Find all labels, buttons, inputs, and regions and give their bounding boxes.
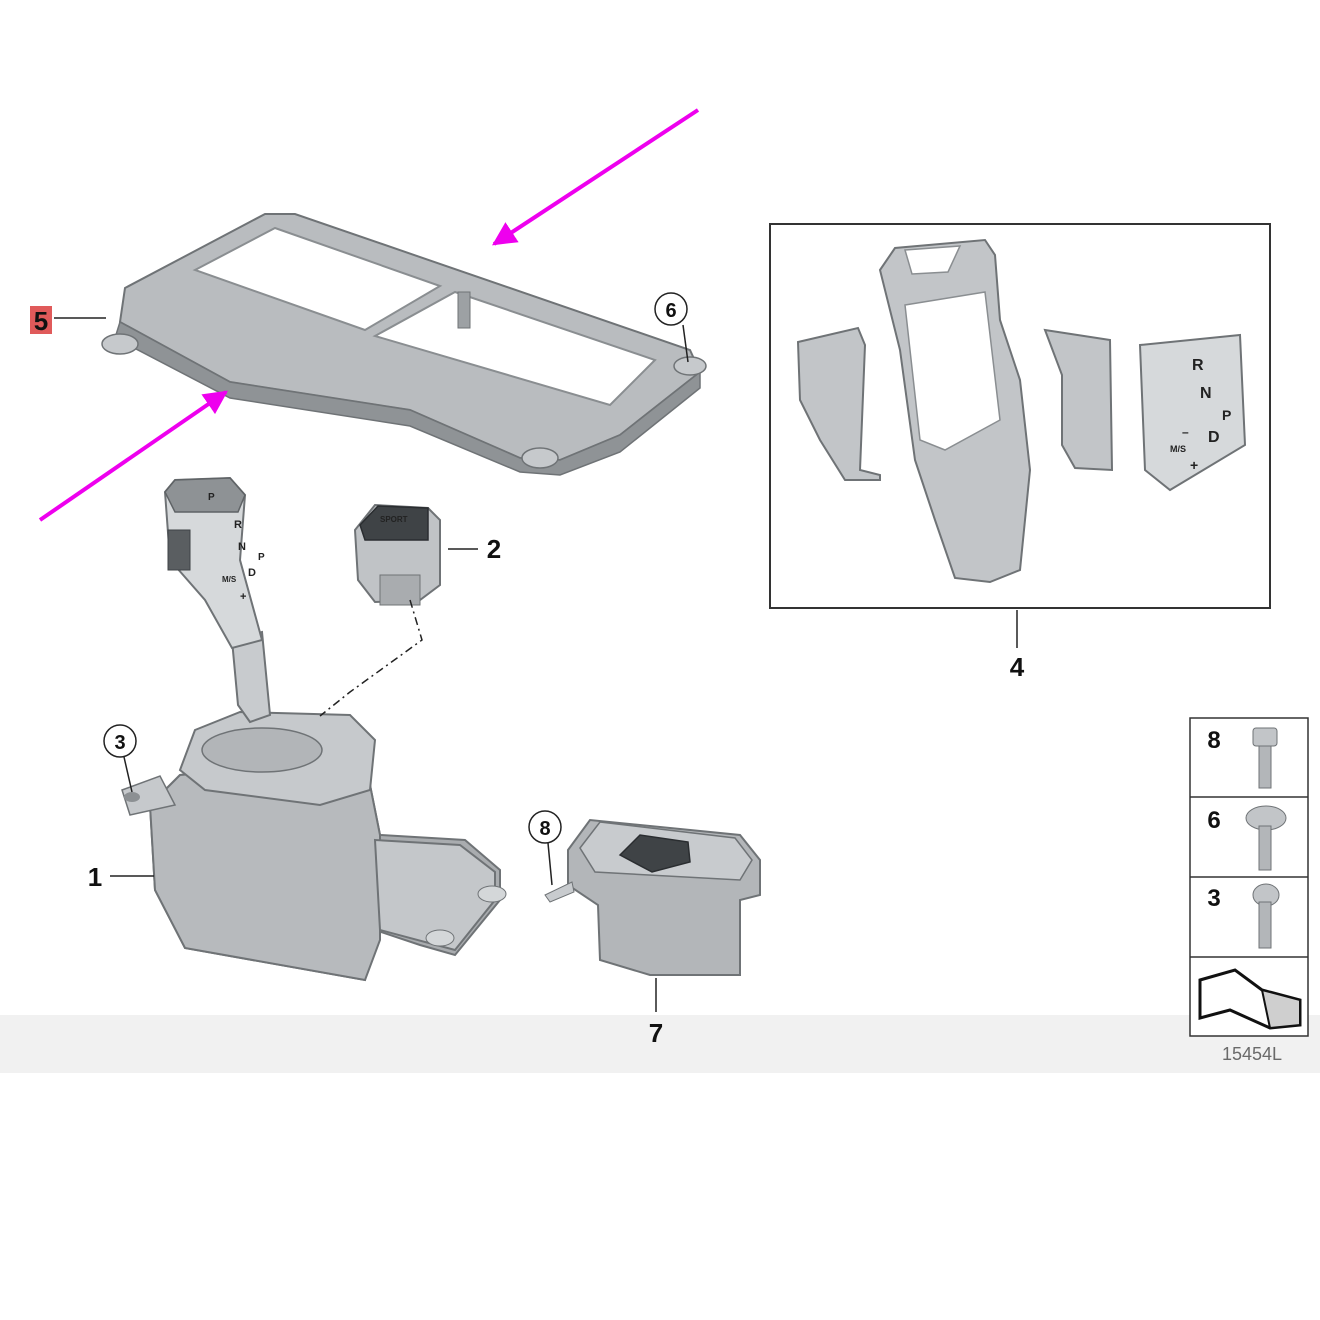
callout-1[interactable]: 1 [88,862,102,892]
plate-label-d: D [1208,429,1220,446]
pointer-arrow-bottom [38,390,228,522]
leader-6 [682,324,689,363]
diagram-number: 15454L [1222,1044,1282,1064]
button-head-screw-icon [1252,883,1280,949]
callout-3[interactable]: 3 [114,732,125,754]
plate-label-minus: – [1182,425,1189,439]
knob-label-plus: + [240,591,246,603]
callout-5-highlight [30,306,52,334]
switch-label: SPORT [380,515,408,524]
legend-row-1-num: 8 [1207,727,1220,754]
socket-head-screw-icon [1252,727,1278,789]
callout-3-circle [103,724,137,758]
callout-6-circle [654,292,688,326]
legend-row-2-num: 6 [1207,807,1220,834]
plate-label-plus: + [1190,457,1198,473]
leader-3 [123,756,133,793]
plate-label-p: P [1222,407,1231,423]
forward-arrow-icon [1198,968,1302,1030]
plate-label-ms: M/S [1170,444,1186,454]
switch-part-2[interactable] [353,503,441,606]
knob-label-n: N [238,541,246,553]
gear-selector-part-1[interactable] [121,476,507,982]
legend-row-3-num: 3 [1207,885,1220,912]
knob-label-d: D [248,567,256,579]
callout-4[interactable]: 4 [1010,652,1025,682]
plate-label-n: N [1200,385,1212,402]
callout-2[interactable]: 2 [487,534,501,564]
knob-label-ms: M/S [222,575,237,584]
plate-label-r: R [1192,357,1204,374]
knob-label-r: R [234,519,242,531]
callout-6[interactable]: 6 [665,300,676,322]
knob-button-label: P [208,492,215,503]
leader-8 [547,842,553,886]
knob-label-p: P [258,552,265,563]
trim-frame-part-5[interactable] [101,213,707,476]
pointer-arrow-top [491,108,700,246]
bottom-band [0,1015,1320,1073]
flange-head-screw-icon [1245,805,1287,871]
connector-2-to-1 [319,599,423,717]
switch-part-7[interactable] [544,818,761,976]
callout-5[interactable]: 5 [34,306,48,336]
callout-7[interactable]: 7 [649,1018,663,1048]
knob-cover-parts[interactable] [796,238,1247,584]
callout-8-circle [528,810,562,844]
callout-8[interactable]: 8 [539,818,550,840]
